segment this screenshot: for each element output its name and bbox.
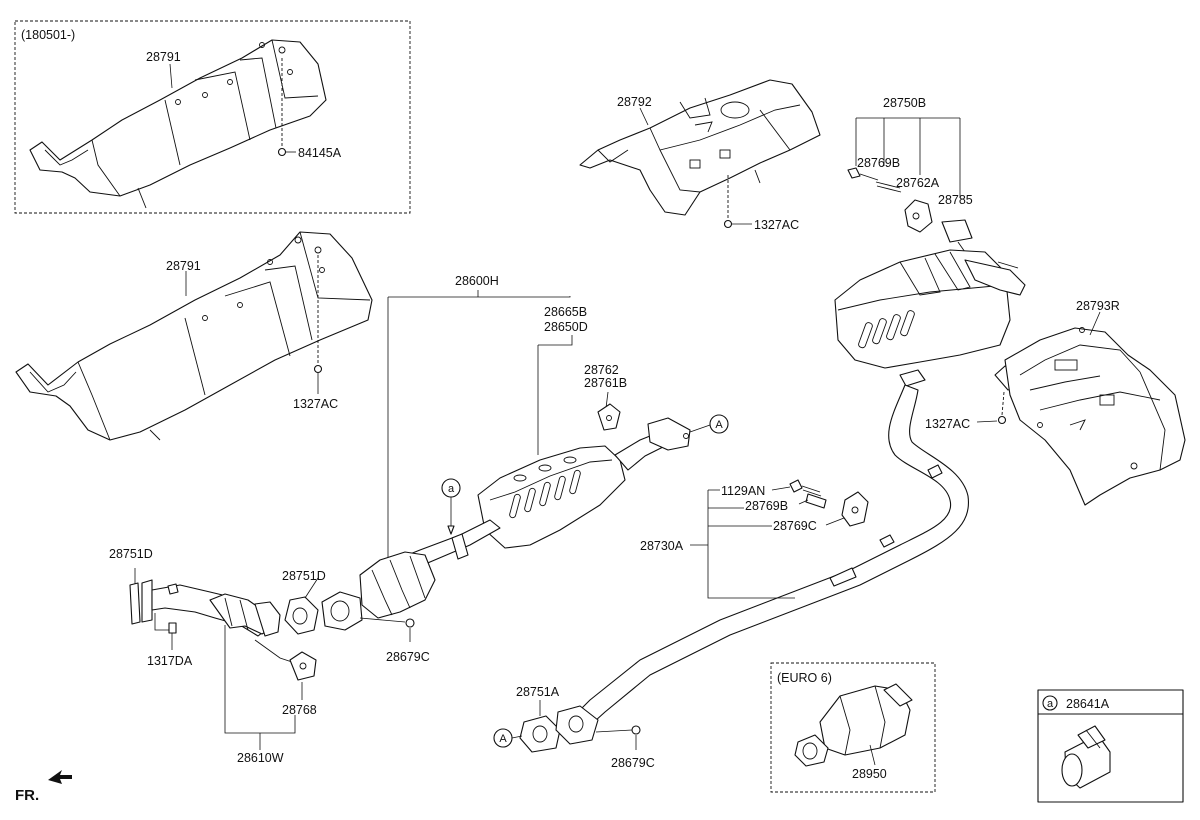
rubber-hanger-icon — [597, 403, 621, 431]
bracket-icon — [941, 219, 973, 243]
label-heat-shield-center: 28792 — [617, 95, 652, 109]
ref-A-rear-label: A — [499, 733, 507, 745]
label-gasket-front: 28751D — [109, 547, 153, 561]
label-nut-rear-pipe: 28679C — [611, 756, 655, 770]
arrow-icon — [48, 770, 72, 784]
label-muffler-assy: 28600H — [455, 274, 499, 288]
gasket-icon — [519, 715, 561, 753]
ref-a-label: a — [448, 483, 455, 495]
bolt-icon — [789, 479, 803, 493]
inset-top-left-label: (180501-) — [21, 28, 75, 42]
label-stud: 1317DA — [147, 654, 193, 668]
rear-muffler — [834, 249, 1026, 387]
label-nut-mid: 28679C — [386, 650, 430, 664]
clamp-box-border — [1037, 689, 1184, 803]
inset-top-left: (180501-) 28791 84145A — [14, 20, 411, 214]
label-center-pipe-b: 28650D — [544, 320, 588, 334]
inset-euro6-label: (EURO 6) — [777, 671, 832, 685]
rubber-hanger-icon — [289, 651, 317, 681]
label-nut-rear: 1327AC — [925, 417, 970, 431]
front-pipe — [141, 579, 317, 681]
ref-A-label: A — [715, 419, 723, 431]
label-tail-bolt2: 28769B — [745, 499, 788, 513]
rubber-hanger-icon — [841, 491, 869, 527]
nut-icon — [313, 364, 323, 374]
inset-euro6: (EURO 6) 28950 — [770, 662, 936, 793]
label-hanger-c2: 28761B — [584, 376, 627, 390]
nut-icon — [997, 415, 1007, 425]
label-tail-bolt: 1129AN — [721, 484, 765, 498]
tail-pipe — [569, 384, 970, 731]
label-clamp: 28641A — [1066, 697, 1110, 711]
flange-icon — [555, 705, 599, 745]
inset-top-left-border — [14, 20, 411, 214]
label-center-pipe-a: 28665B — [544, 305, 587, 319]
ref-circle-A — [709, 414, 729, 434]
rubber-hanger-icon — [904, 199, 933, 233]
front-converter — [284, 551, 436, 635]
label-tail-rubber: 28769C — [773, 519, 817, 533]
stud-icon — [168, 622, 177, 634]
label-hanger-bracket: 28785 — [938, 193, 973, 207]
nut-icon — [631, 725, 641, 735]
gasket-icon — [129, 582, 141, 625]
label-dpf: 28950 — [852, 767, 887, 781]
label-hanger-front: 28768 — [282, 703, 317, 717]
label-nut-center: 1327AC — [754, 218, 799, 232]
heat-shield-inset — [29, 39, 327, 209]
nut-icon — [405, 618, 415, 628]
inset-top-left-part-label: 28791 — [146, 50, 181, 64]
label-heat-shield-rear: 28793R — [1076, 299, 1120, 313]
label-front-pipe: 28610W — [237, 751, 284, 765]
front-heat-shield — [15, 231, 373, 441]
label-hanger-group: 28750B — [883, 96, 926, 110]
label-nut-front: 1327AC — [293, 397, 338, 411]
flange-icon — [647, 417, 691, 451]
label-gasket-rear: 28751A — [516, 685, 560, 699]
clamp-ref-label: a — [1047, 698, 1054, 710]
center-heat-shield — [579, 79, 821, 216]
clamp-box: a 28641A — [1037, 689, 1184, 803]
rear-heat-shield — [994, 327, 1186, 506]
nut-icon — [277, 147, 287, 157]
front-direction-label: FR. — [15, 787, 39, 804]
label-gasket-mid: 28751D — [282, 569, 326, 583]
label-hanger-bolt: 28769B — [857, 156, 900, 170]
center-converter — [477, 445, 626, 549]
bolt-icon — [847, 167, 861, 179]
label-hanger-rubber: 28762A — [896, 176, 940, 190]
inset-euro6-border — [770, 662, 936, 793]
ref-circle-a-box — [1042, 695, 1058, 711]
label-tail-pipe: 28730A — [640, 539, 684, 553]
label-heat-shield-front: 28791 — [166, 259, 201, 273]
label-hanger-c1: 28762 — [584, 363, 619, 377]
inset-top-left-nut-label: 84145A — [298, 146, 342, 160]
nut-icon — [723, 219, 733, 229]
